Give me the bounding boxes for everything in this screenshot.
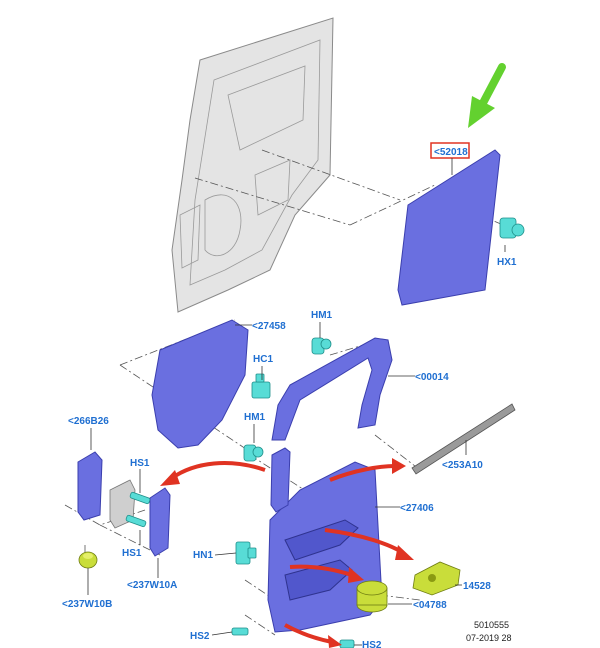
label-27406: <27406 — [400, 503, 434, 514]
clip-hm1-top — [311, 337, 332, 355]
label-hx1: HX1 — [497, 257, 517, 268]
label-52018: <52018 — [434, 147, 468, 158]
red-arrow-right-top — [329, 458, 406, 482]
screw-hs1-upper — [129, 491, 151, 505]
label-00014: <00014 — [415, 372, 449, 383]
weatherstrip — [411, 403, 516, 475]
clip-hc1 — [251, 373, 271, 399]
cap-237w10b — [78, 551, 98, 569]
label-hm1-mid: HM1 — [244, 412, 266, 423]
leader-lines — [87, 158, 506, 646]
label-237w10a: <237W10A — [127, 580, 177, 591]
speaker-04788 — [356, 580, 388, 613]
window-frame-trim — [271, 337, 393, 441]
red-arrow-bottom — [284, 623, 342, 648]
upper-trim-panel — [151, 319, 249, 449]
handle-bezel — [77, 451, 103, 521]
label-hs2-left: HS2 — [190, 631, 210, 642]
label-14528: 14528 — [463, 581, 491, 592]
clip-hx1 — [499, 217, 525, 239]
reference-number: 5010555 — [474, 620, 509, 630]
door-shell — [171, 17, 334, 313]
label-27458: <27458 — [252, 321, 286, 332]
red-arrow-right-low — [289, 564, 364, 583]
trim-strip — [270, 447, 291, 513]
red-arrow-right-mid — [324, 528, 414, 560]
label-04788: <04788 — [413, 600, 447, 611]
clip-hm1-mid — [243, 444, 264, 462]
label-237w10b: <237W10B — [62, 599, 112, 610]
label-hs2-right: HS2 — [362, 640, 382, 648]
label-hs1-lower: HS1 — [122, 548, 142, 559]
pull-handle-cover — [149, 487, 171, 557]
label-hs1-upper: HS1 — [130, 458, 150, 469]
switch-14528 — [412, 561, 461, 596]
red-arrow-left — [160, 461, 266, 486]
screw-hs2-left — [231, 627, 249, 636]
clip-hn1 — [235, 541, 257, 565]
screw-hs2-right — [339, 639, 355, 648]
watershield-panel — [397, 149, 501, 306]
date-code: 07-2019 28 — [466, 633, 512, 643]
label-hm1-top: HM1 — [311, 310, 333, 321]
label-253a10: <253A10 — [442, 460, 483, 471]
label-hc1: HC1 — [253, 354, 273, 365]
screw-hs1-lower — [125, 514, 147, 528]
trim-armrest — [284, 519, 359, 561]
highlight-box — [430, 142, 470, 159]
label-266b26: <266B26 — [68, 416, 109, 427]
green-indicator-arrow — [468, 63, 506, 128]
label-hn1: HN1 — [193, 550, 213, 561]
